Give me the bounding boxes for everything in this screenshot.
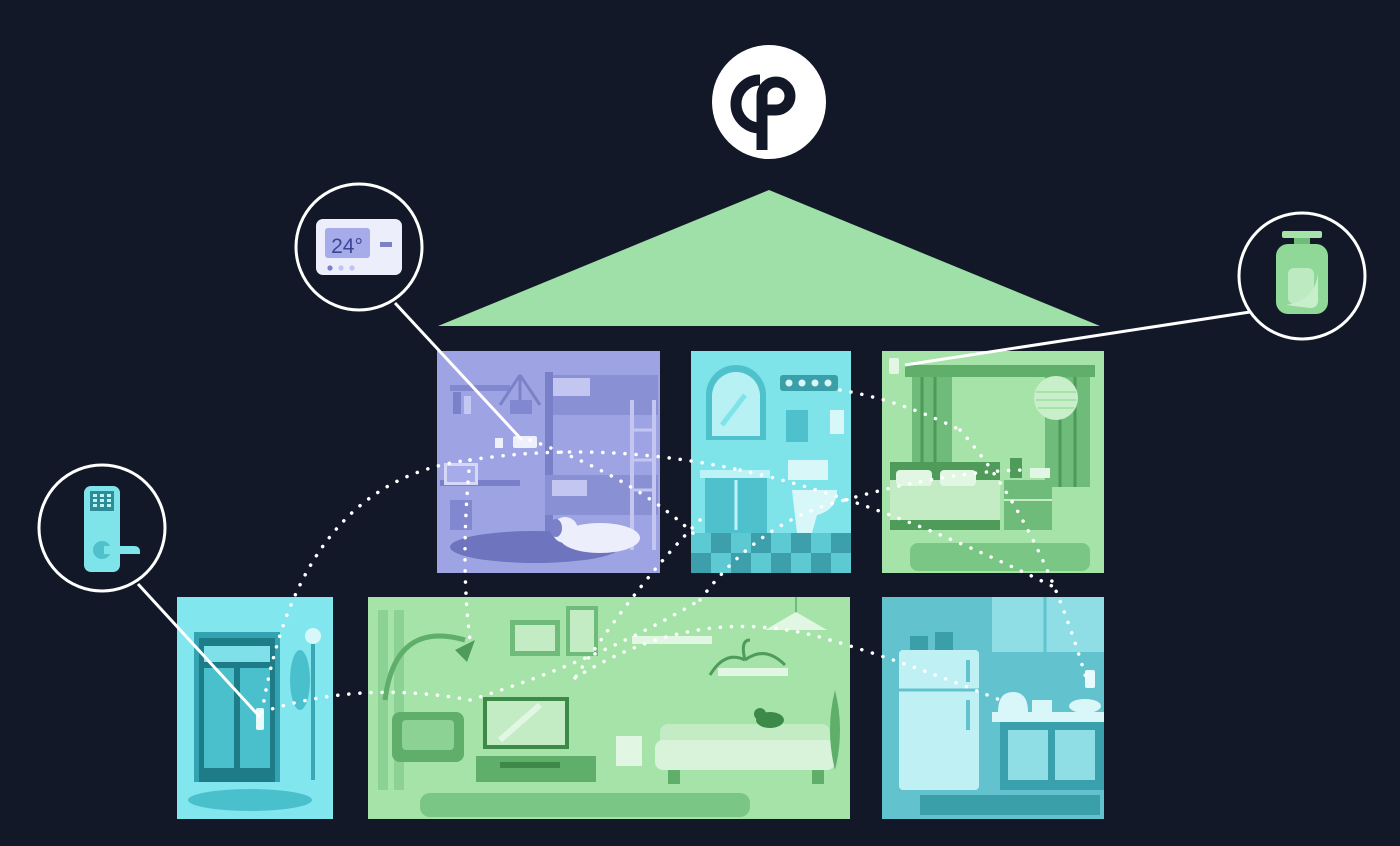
callout-thermostat: 24° xyxy=(294,182,524,442)
room-bedroom-main xyxy=(882,351,1104,573)
room-bathroom xyxy=(691,351,851,573)
brand-logo xyxy=(712,45,826,159)
room-entrance xyxy=(177,597,333,819)
room-kitchen xyxy=(882,597,1104,819)
roof xyxy=(438,190,1100,326)
thermostat-device: 24° xyxy=(316,219,402,275)
smart-lock-icon xyxy=(84,486,140,572)
callout-smart-sensor xyxy=(904,211,1367,367)
callout-smart-lock xyxy=(37,463,262,719)
room-living xyxy=(368,597,850,819)
device-network-links xyxy=(260,388,1088,714)
thermostat-temperature: 24° xyxy=(331,235,363,258)
sensor-jar-icon xyxy=(1276,231,1328,314)
